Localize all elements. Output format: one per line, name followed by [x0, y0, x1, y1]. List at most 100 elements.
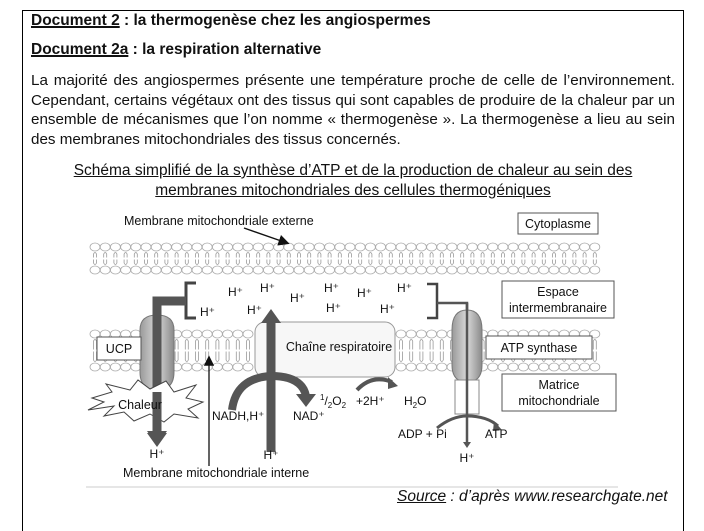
phospholipid-head	[589, 362, 601, 372]
phospholipid-head	[89, 362, 101, 372]
phospholipid-tail	[572, 351, 577, 362]
phospholipid-head	[344, 265, 356, 275]
source-label: Source	[397, 488, 447, 505]
phospholipid-head	[171, 265, 183, 275]
phospholipid-tail	[429, 339, 434, 350]
phospholipid-head	[405, 362, 417, 372]
phospholipid-tail	[215, 252, 220, 258]
phospholipid-tail	[195, 259, 199, 265]
phospholipid-tail	[337, 252, 342, 258]
phospholipid-head	[89, 242, 101, 252]
phospholipid-tail	[174, 252, 179, 258]
adp-pi-label: ADP + Pi	[398, 427, 447, 441]
proton: H⁺	[200, 305, 215, 319]
intro-paragraph: La majorité des angiospermes présente un…	[31, 72, 675, 148]
atp-synthesis-arrowhead	[493, 421, 502, 431]
proton: H⁺	[397, 281, 412, 295]
proton: H⁺	[290, 291, 305, 305]
intermembrane-label-1: Espace	[537, 285, 579, 299]
phospholipid-tail	[429, 252, 434, 258]
proton: H⁺	[357, 286, 372, 300]
intermembrane-label-2: intermembranaire	[509, 301, 607, 315]
phospholipid-tail	[225, 351, 230, 362]
phospholipid-head	[201, 265, 213, 275]
phospholipid-tail	[184, 259, 189, 265]
phospholipid-tail	[276, 259, 281, 265]
phospholipid-tail	[297, 252, 301, 258]
phospholipid-tail	[552, 252, 556, 258]
phospholipid-head	[242, 265, 254, 275]
nad-label: NAD⁺	[293, 409, 325, 423]
phospholipid-tail	[592, 259, 597, 265]
phospholipid-head	[242, 362, 254, 372]
phospholipid-head	[273, 265, 285, 275]
phospholipid-tail	[460, 252, 465, 258]
intermembrane-box	[501, 280, 615, 319]
phospholipid-head	[222, 265, 234, 275]
phospholipid-tail	[531, 351, 536, 362]
phospholipid-tail	[337, 259, 342, 265]
phospholipid-head	[130, 242, 142, 252]
ucp-arrow-head-lower	[147, 431, 167, 445]
phospholipid-tail	[276, 252, 281, 258]
phospholipid-head	[405, 329, 417, 339]
phospholipid-head	[507, 242, 519, 252]
phospholipid-head	[456, 265, 468, 275]
phospholipid-tail	[399, 252, 403, 258]
matrix-label-2: mitochondriale	[518, 394, 599, 408]
phospholipid-head	[395, 242, 407, 252]
phospholipid-head	[140, 242, 152, 252]
phospholipid-head	[99, 362, 111, 372]
phospholipid-tail	[235, 339, 240, 350]
phospholipid-head	[558, 242, 570, 252]
phospholipid-tail	[399, 339, 403, 350]
phospholipid-head	[579, 242, 590, 252]
outer-membrane	[89, 242, 601, 275]
inner-membrane-label: Membrane mitochondriale interne	[123, 466, 309, 480]
proton-ucp-matrix: H⁺	[150, 447, 165, 461]
phospholipid-head	[232, 242, 244, 252]
phospholipid-tail	[358, 252, 363, 258]
phospholipid-tail	[429, 259, 434, 265]
phospholipid-tail	[133, 252, 138, 258]
phospholipid-tail	[511, 351, 516, 362]
phospholipid-head	[507, 265, 519, 275]
phospholipid-tail	[307, 252, 312, 258]
respiratory-chain-box	[254, 321, 396, 378]
phospholipid-head	[344, 242, 356, 252]
nadh-arrowhead	[296, 394, 316, 407]
phospholipid-head	[120, 362, 131, 372]
phospholipid-head	[110, 242, 121, 252]
phospholipid-head	[538, 242, 550, 252]
phospholipid-tail	[215, 339, 220, 350]
source-text: : d’après www.researchgate.net	[446, 488, 668, 505]
intermembrane-protons: H⁺ H⁺ H⁺ H⁺ H⁺ H⁺ H⁺ H⁺ H⁺ H⁺	[200, 281, 412, 319]
phospholipid-head	[528, 242, 539, 252]
phospholipid-tail	[541, 351, 546, 362]
phospholipid-tail	[246, 339, 250, 350]
phospholipid-tail	[184, 339, 189, 350]
phospholipid-head	[558, 265, 570, 275]
phospholipid-tail	[205, 252, 210, 258]
phospholipid-head	[589, 265, 601, 275]
phospholipid-head	[436, 329, 448, 339]
document-frame	[22, 10, 684, 531]
phospholipid-tail	[174, 259, 179, 265]
phospholipid-tail	[256, 259, 261, 265]
phospholipid-head	[252, 242, 264, 252]
phospholipid-head	[201, 362, 213, 372]
phospholipid-tail	[358, 259, 363, 265]
phospholipid-head	[262, 265, 274, 275]
subdocument-title-text: : la respiration alternative	[128, 41, 322, 58]
phospholipid-head	[569, 242, 580, 252]
phospholipid-head	[507, 362, 519, 372]
phospholipid-head	[293, 242, 305, 252]
phospholipid-tail	[470, 252, 475, 258]
phospholipid-head	[99, 242, 111, 252]
phospholipid-head	[130, 362, 142, 372]
phospholipid-tail	[235, 259, 240, 265]
phospholipid-tail	[174, 339, 179, 350]
phospholipid-head	[415, 265, 427, 275]
atp-synthase-label: ATP synthase	[501, 341, 578, 355]
phospholipid-tail	[266, 259, 271, 265]
